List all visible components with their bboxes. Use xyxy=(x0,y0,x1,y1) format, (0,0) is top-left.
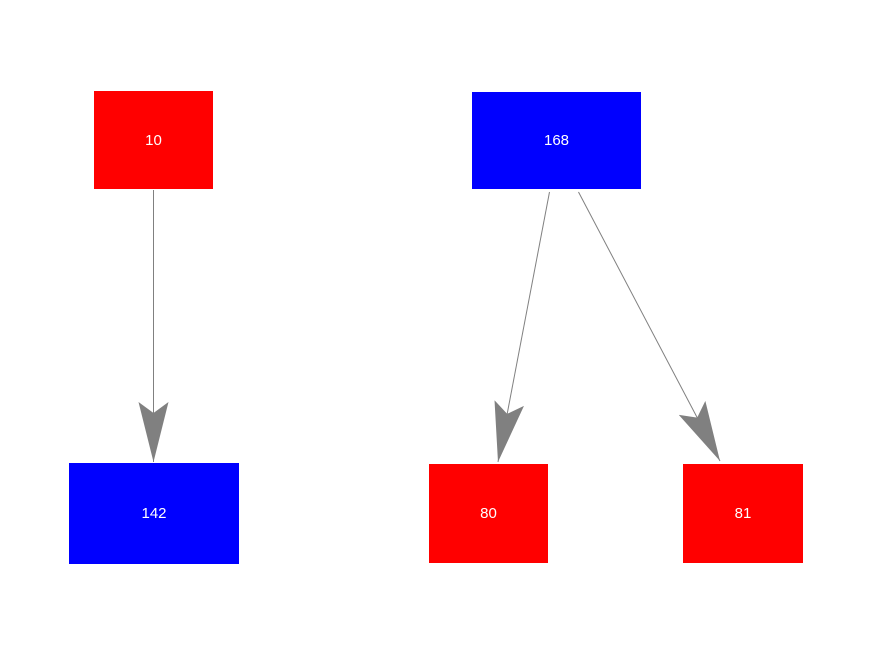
node-80-label: 80 xyxy=(480,505,497,522)
node-81-label: 81 xyxy=(734,505,752,522)
node-142: 142 xyxy=(69,463,239,564)
node-142-label: 142 xyxy=(141,505,167,522)
node-168-label: 168 xyxy=(543,132,570,149)
node-10: 10 xyxy=(94,91,213,189)
node-80: 80 xyxy=(429,464,548,563)
node-168: 168 xyxy=(472,92,641,189)
node-81: 81 xyxy=(683,464,803,563)
edge-168-80 xyxy=(494,191,550,463)
node-10-label: 10 xyxy=(145,131,162,149)
edge-168-81 xyxy=(578,191,721,462)
